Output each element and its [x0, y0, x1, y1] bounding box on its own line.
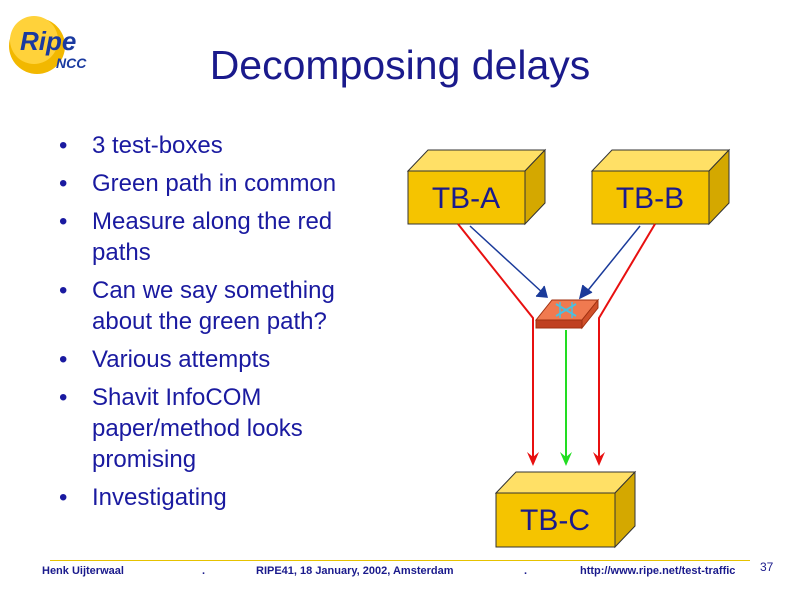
test-box-b: TB-B: [590, 148, 731, 226]
bullet-item: •Investigating: [59, 484, 227, 511]
slide-title: Decomposing delays: [209, 42, 591, 88]
test-box-c: TB-C: [494, 470, 637, 549]
red-paths: [457, 223, 656, 462]
blue-arrows: [469, 225, 641, 300]
red-arrowhead-right: [593, 452, 605, 466]
bullet-item: •Measure along the red paths: [59, 208, 333, 266]
test-box-b-label: TB-B: [616, 182, 684, 215]
test-box-c-label: TB-C: [520, 504, 590, 537]
router-icon: [534, 298, 600, 330]
test-box-a: TB-A: [406, 148, 547, 226]
footer-author: Henk Uijterwaal: [42, 565, 124, 577]
bullet-item: •Can we say something about the green pa…: [59, 277, 335, 335]
footer-url[interactable]: http://www.ripe.net/test-traffic: [580, 565, 736, 577]
red-arrowhead-left: [527, 452, 539, 466]
footer-divider: [50, 560, 750, 561]
footer-separator: .: [524, 565, 528, 577]
test-box-a-label: TB-A: [432, 182, 500, 215]
bullet-item: •Shavit InfoCOM paper/method looks promi…: [59, 384, 303, 473]
page-number: 37: [760, 560, 774, 574]
bullet-item: •3 test-boxes: [59, 132, 223, 159]
bullet-item: •Various attempts: [59, 346, 271, 373]
ripe-ncc-logo: Ripe NCC: [9, 16, 87, 74]
footer-event: RIPE41, 18 January, 2002, Amsterdam: [256, 565, 454, 577]
svg-text:Ripe: Ripe: [20, 26, 76, 56]
bullet-list: •3 test-boxes •Green path in common •Mea…: [56, 130, 386, 520]
green-arrowhead: [560, 452, 572, 466]
svg-text:NCC: NCC: [56, 55, 87, 71]
bullet-item: •Green path in common: [59, 170, 337, 197]
footer-separator: .: [202, 565, 206, 577]
